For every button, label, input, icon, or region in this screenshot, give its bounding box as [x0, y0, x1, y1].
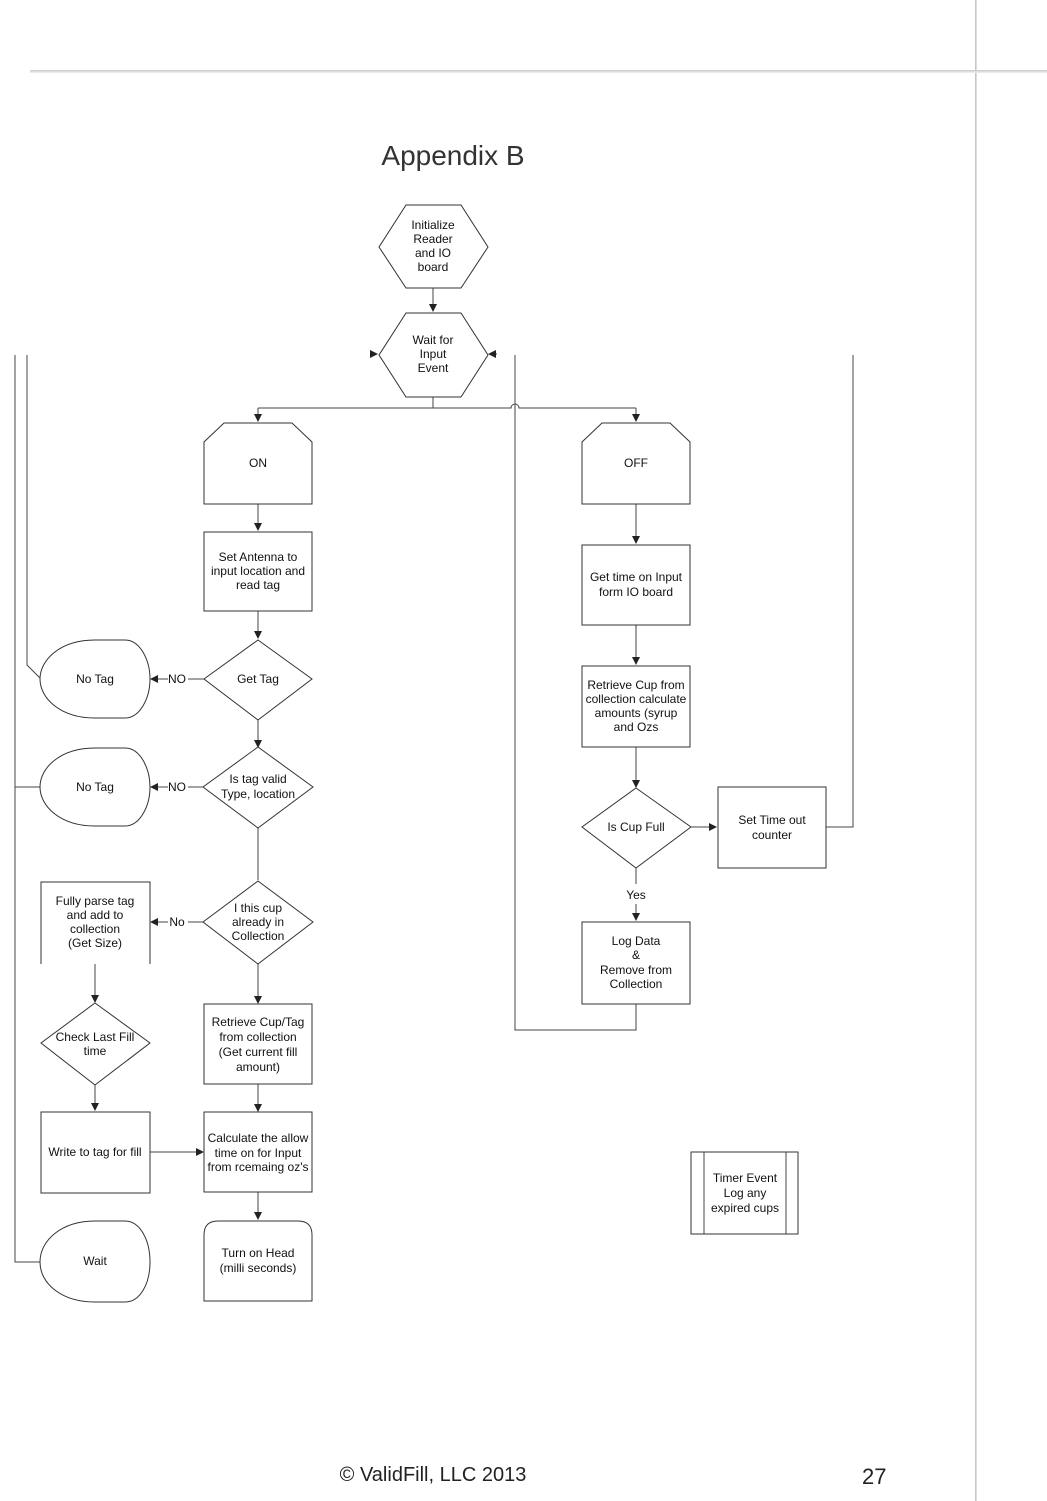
page-number: 27 — [862, 1464, 887, 1489]
decision-get-tag-label: Get Tag — [237, 672, 279, 686]
footer-copyright: © ValidFill, LLC 2013 — [339, 1464, 527, 1486]
node-on: ON — [203, 422, 313, 505]
node-turn-on-head-label: Turn on Head(milli seconds) — [220, 1246, 297, 1275]
edge-label-yes: Yes — [626, 888, 646, 902]
decision-get-tag: Get Tag — [203, 639, 313, 721]
node-turn-on-head: Turn on Head(milli seconds) — [203, 1220, 313, 1302]
terminal-no-tag-2-label: No Tag — [76, 780, 114, 794]
edge-label-no-3: No — [169, 915, 185, 929]
terminal-no-tag-1-label: No Tag — [76, 672, 114, 686]
node-on-label: ON — [249, 456, 267, 470]
terminal-no-tag-1: No Tag — [39, 639, 151, 719]
decision-cup-full-label: Is Cup Full — [607, 820, 664, 834]
terminal-wait: Wait — [39, 1220, 151, 1303]
edge-label-no-2: NO — [168, 780, 186, 794]
node-write-tag: Write to tag for fill — [40, 1111, 151, 1194]
node-off-label: OFF — [624, 456, 648, 470]
edge-label-no-1: NO — [168, 672, 186, 686]
connector-lines — [14, 288, 854, 1263]
page-edge-top — [30, 70, 1047, 73]
terminal-wait-label: Wait — [83, 1254, 107, 1268]
node-write-tag-label: Write to tag for fill — [48, 1145, 141, 1159]
node-off: OFF — [581, 422, 691, 505]
terminal-no-tag-2: No Tag — [39, 747, 151, 827]
page-edge-right — [975, 0, 977, 1501]
page-title: Appendix B — [381, 140, 525, 171]
decision-cup-full: Is Cup Full — [581, 787, 692, 869]
